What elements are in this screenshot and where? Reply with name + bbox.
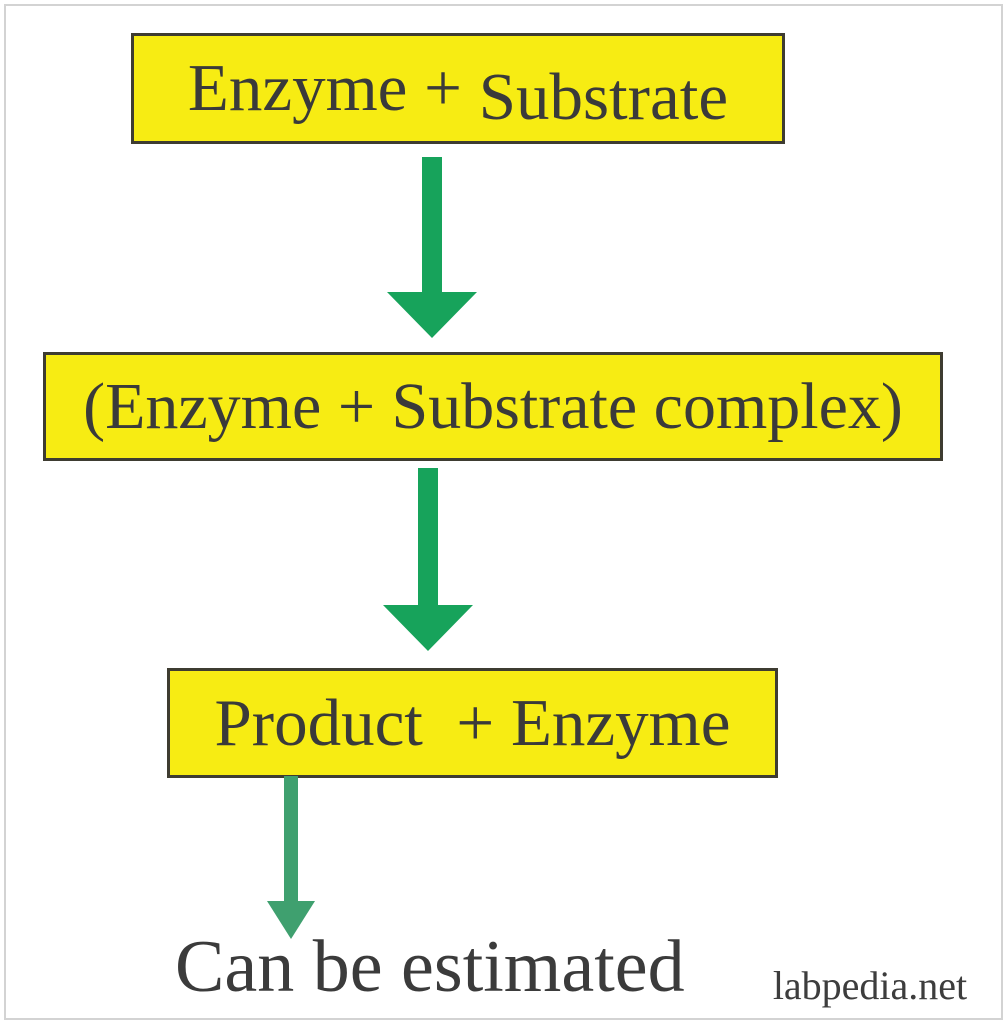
image-frame: [4, 4, 1003, 1020]
node-label: Enzyme +: [187, 51, 479, 125]
node-label: Product + Enzyme: [214, 685, 731, 760]
node-product-enzyme: Product + Enzyme: [167, 668, 778, 778]
down-arrow-icon: [387, 157, 477, 338]
node-enzyme-substrate: Enzyme + Substrate: [131, 33, 785, 144]
down-arrow-icon: [383, 468, 473, 651]
result-text: Can be estimated: [175, 926, 685, 1008]
node-label: (Enzyme + Substrate complex): [83, 369, 903, 443]
node-enzyme-substrate-complex: (Enzyme + Substrate complex): [43, 352, 943, 461]
watermark: labpedia.net: [772, 963, 968, 1008]
node-label: Substrate: [478, 60, 729, 134]
down-arrow-icon: [267, 776, 315, 939]
